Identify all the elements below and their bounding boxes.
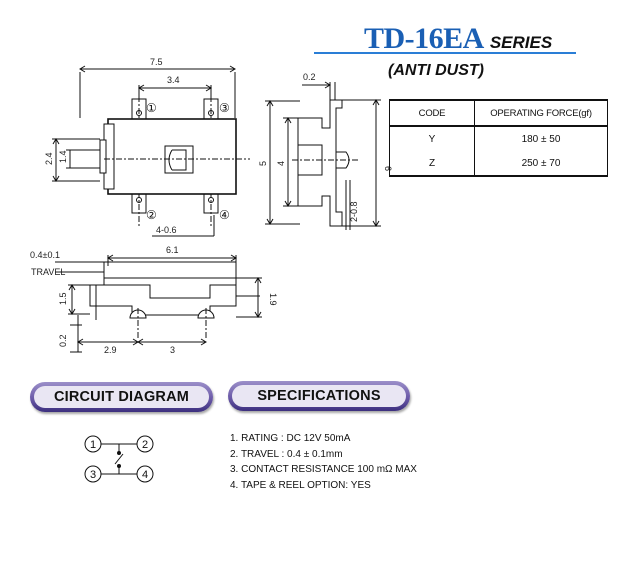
spec-item-rating: 1. RATING : DC 12V 50mA xyxy=(230,433,351,444)
title-underline xyxy=(314,52,576,54)
table-header-code: CODE xyxy=(389,99,475,127)
dim-front-travel: 0.4±0.1 xyxy=(30,250,60,260)
product-title: TD-16EA SERIES xyxy=(364,22,552,56)
dim-front-bottom-right: 3 xyxy=(170,345,175,355)
specifications-heading: SPECIFICATIONS xyxy=(228,381,410,411)
technical-drawing: 7.5 3.4 2.4 1.4 4-0.6 0.2 5 4 6 2-0.8 0.… xyxy=(30,57,393,355)
operating-force-table: CODE OPERATING FORCE(gf) Y 180 ± 50 Z 25… xyxy=(389,99,608,177)
table-cell-code: Z xyxy=(389,151,475,177)
dim-hole-label: 4-0.6 xyxy=(156,225,177,235)
circuit-label-2: 2 xyxy=(142,439,148,451)
specifications-heading-text: SPECIFICATIONS xyxy=(257,388,381,404)
dim-height-inner: 1.4 xyxy=(58,150,68,163)
dim-front-height-right: 1.9 xyxy=(268,293,278,306)
circuit-diagram-heading-text: CIRCUIT DIAGRAM xyxy=(53,389,190,405)
circuit-label-4: 4 xyxy=(142,469,148,481)
table-cell-force: 250 ± 70 xyxy=(474,151,608,177)
subtitle: (ANTI DUST) xyxy=(388,62,484,79)
dim-front-height-left: 1.5 xyxy=(58,292,68,305)
model-name: TD-16EA xyxy=(364,22,484,55)
dim-side-height-outer: 5 xyxy=(258,161,268,166)
terminal-mark-3: ③ xyxy=(219,101,230,115)
front-view xyxy=(55,254,262,353)
spec-item-travel: 2. TRAVEL : 0.4 ± 0.1mm xyxy=(230,448,343,460)
circuit-diagram-heading: CIRCUIT DIAGRAM xyxy=(30,382,213,412)
circuit-label-1: 1 xyxy=(90,439,96,451)
dim-side-height-inner: 4 xyxy=(276,161,286,166)
dim-side-height-right: 6 xyxy=(383,166,393,171)
spec-item-contact-resistance: 3. CONTACT RESISTANCE 100 mΩ MAX xyxy=(230,464,417,475)
table-cell-code: Y xyxy=(389,126,475,151)
terminal-markers: ① ③ ② ④ xyxy=(146,101,230,222)
series-label: SERIES xyxy=(489,33,553,52)
table-header-row: CODE OPERATING FORCE(gf) xyxy=(389,99,608,127)
dim-front-bottom-mid: 2.9 xyxy=(104,345,117,355)
specifications-list: 1. RATING : DC 12V 50mA 2. TRAVEL : 0.4 … xyxy=(230,431,417,493)
dim-front-width: 6.1 xyxy=(166,245,179,255)
dim-width-overall: 7.5 xyxy=(150,57,163,67)
terminal-mark-1: ① xyxy=(146,101,157,115)
switch-contact xyxy=(114,453,124,465)
dim-front-travel-label: TRAVEL xyxy=(31,267,65,277)
terminal-mark-4: ④ xyxy=(219,208,230,222)
top-view xyxy=(52,65,250,237)
table-cell-force: 180 ± 50 xyxy=(474,126,608,151)
title-block: TD-16EA SERIES (ANTI DUST) xyxy=(0,0,617,90)
table-row: Z 250 ± 70 xyxy=(389,151,608,177)
dim-side-top: 0.2 xyxy=(303,72,316,82)
dim-height-left: 2.4 xyxy=(44,152,54,165)
table-row: Y 180 ± 50 xyxy=(389,126,608,151)
dim-side-pitch: 2-0.8 xyxy=(349,201,359,222)
dim-terminal-pitch: 3.4 xyxy=(167,75,180,85)
dim-front-bottom-left: 0.2 xyxy=(58,334,68,347)
circuit-label-3: 3 xyxy=(90,469,96,481)
table-header-force: OPERATING FORCE(gf) xyxy=(474,99,608,127)
side-view xyxy=(265,81,381,230)
spec-item-tape-reel: 4. TAPE & REEL OPTION: YES xyxy=(230,479,371,491)
terminal-mark-2: ② xyxy=(146,208,157,222)
dimension-labels: 7.5 3.4 2.4 1.4 4-0.6 0.2 5 4 6 2-0.8 0.… xyxy=(30,57,393,355)
circuit-diagram: 1 2 3 4 xyxy=(84,435,154,483)
